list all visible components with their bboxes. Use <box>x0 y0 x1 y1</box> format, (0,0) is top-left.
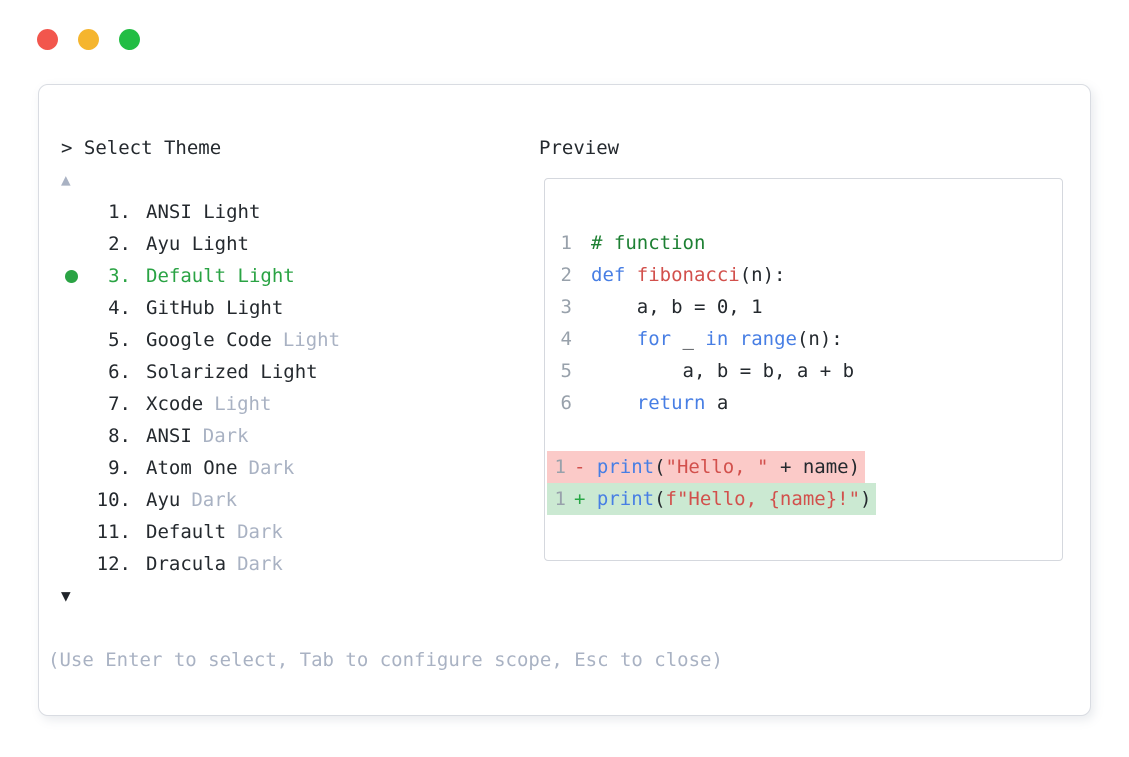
theme-item-variant-suffix: Dark <box>202 425 249 447</box>
theme-item-ansi-light[interactable]: 1. ANSI Light <box>61 196 723 228</box>
theme-item-dracula[interactable]: 12. Dracula Dark <box>61 548 723 580</box>
theme-item-solarized-light[interactable]: 6. Solarized Light <box>61 356 723 388</box>
line-number: 1 <box>554 488 566 510</box>
theme-item-variant-suffix: Dark <box>248 457 295 479</box>
code-line-diff-removed: 1- print("Hello, " + name) <box>547 451 866 483</box>
theme-list-column: > Select Theme ▲ 1. ANSI Light 2. Ayu Light… <box>48 132 723 676</box>
theme-item-atom-one[interactable]: 9. Atom One Dark <box>61 452 723 484</box>
theme-list: 1. ANSI Light 2. Ayu Light 3. Default Light 4.… <box>61 196 723 580</box>
theme-item-label: Dracula <box>146 553 227 575</box>
theme-item-variant-suffix: Dark <box>191 489 238 511</box>
close-window-button[interactable] <box>37 29 58 50</box>
theme-item-number: 11. <box>96 521 131 543</box>
theme-item-number: 1. <box>108 201 131 223</box>
window-controls <box>37 29 140 50</box>
theme-item-number: 3. <box>108 265 131 287</box>
code-line: 4 for _ in range(n): <box>545 323 1062 355</box>
theme-item-label: GitHub Light <box>146 297 284 319</box>
theme-item-default[interactable]: 11. Default Dark <box>61 516 723 548</box>
code-line: 5 a, b = b, a + b <box>545 355 1062 387</box>
theme-item-label: Default <box>146 521 227 543</box>
theme-item-label: Ayu Light <box>146 233 249 255</box>
theme-item-label: ANSI Light <box>146 201 261 223</box>
code-line: 1# function <box>545 227 1062 259</box>
preview-title: Preview <box>539 137 620 159</box>
theme-item-ayu[interactable]: 10. Ayu Dark <box>61 484 723 516</box>
theme-item-number: 8. <box>108 425 131 447</box>
line-number: 5 <box>560 360 572 382</box>
theme-item-label: Atom One <box>146 457 238 479</box>
theme-item-variant-suffix: Dark <box>237 521 283 543</box>
theme-item-ayu-light[interactable]: 2. Ayu Light <box>61 228 723 260</box>
code-line <box>545 419 1062 451</box>
theme-item-label: Solarized Light <box>146 361 318 383</box>
scroll-down-icon[interactable]: ▼ <box>61 586 71 605</box>
theme-selector-panel: > Select Theme ▲ 1. ANSI Light 2. Ayu Light… <box>38 84 1091 716</box>
theme-item-number: 12. <box>96 553 131 575</box>
code-line: 6 return a <box>545 387 1062 419</box>
theme-item-default-light[interactable]: 3. Default Light <box>61 260 723 292</box>
theme-item-label: Ayu <box>146 489 181 511</box>
theme-item-number: 7. <box>108 393 131 415</box>
theme-item-xcode[interactable]: 7. Xcode Light <box>61 388 723 420</box>
scroll-up-icon[interactable]: ▲ <box>61 170 71 189</box>
line-number: 1 <box>554 456 566 478</box>
theme-item-ansi[interactable]: 8. ANSI Dark <box>61 420 723 452</box>
code-line: 3 a, b = 0, 1 <box>545 291 1062 323</box>
theme-item-number: 10. <box>96 489 131 511</box>
theme-item-google-code[interactable]: 5. Google Code Light <box>61 324 723 356</box>
theme-item-label: Xcode <box>146 393 204 415</box>
line-number: 3 <box>560 296 572 318</box>
select-theme-prompt: > Select Theme <box>61 137 222 159</box>
code-line-diff-added: 1+ print(f"Hello, {name}!") <box>547 483 877 515</box>
theme-item-label: Google Code <box>146 329 272 351</box>
keyboard-hint: (Use Enter to select, Tab to configure s… <box>48 649 723 671</box>
theme-item-number: 5. <box>108 329 131 351</box>
line-number: 4 <box>560 328 572 350</box>
line-number: 2 <box>560 264 572 286</box>
theme-item-variant-suffix: Light <box>282 329 341 351</box>
theme-item-variant-suffix: Light <box>214 393 272 415</box>
line-number: 1 <box>560 232 572 254</box>
theme-item-label: ANSI <box>146 425 192 447</box>
theme-item-number: 2. <box>108 233 131 255</box>
zoom-window-button[interactable] <box>119 29 140 50</box>
minimize-window-button[interactable] <box>78 29 99 50</box>
theme-item-github-light[interactable]: 4. GitHub Light <box>61 292 723 324</box>
theme-item-number: 6. <box>108 361 131 383</box>
line-number: 6 <box>560 392 572 414</box>
selected-dot-icon <box>61 269 81 283</box>
theme-item-label: Default Light <box>146 265 295 287</box>
theme-item-number: 9. <box>108 457 131 479</box>
theme-item-variant-suffix: Dark <box>237 553 283 575</box>
theme-item-number: 4. <box>108 297 131 319</box>
